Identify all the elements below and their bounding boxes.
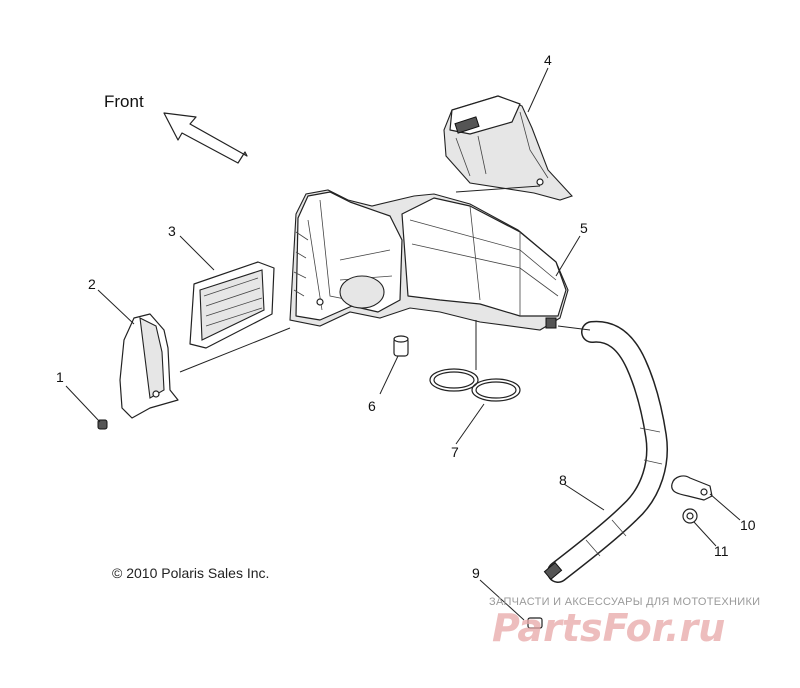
air-filter xyxy=(189,261,275,349)
watermark-brand: PartsFor.ru xyxy=(492,606,725,650)
callout-11: 11 xyxy=(714,543,729,559)
drain-fitting xyxy=(393,335,409,357)
watermark: ЗАПЧАСТИ И АКСЕССУАРЫ ДЛЯ МОТОТЕХНИКИ Pa… xyxy=(489,596,760,650)
callout-1: 1 xyxy=(56,369,64,385)
callout-5: 5 xyxy=(580,220,588,236)
callout-7: 7 xyxy=(451,444,459,460)
airbox-cover xyxy=(443,95,573,201)
copyright-text: © 2010 Polaris Sales Inc. xyxy=(112,565,269,581)
callout-8: 8 xyxy=(559,472,567,488)
callout-4: 4 xyxy=(544,52,552,68)
breather-hose xyxy=(543,320,668,583)
front-arrow xyxy=(163,112,248,164)
callout-10: 10 xyxy=(740,517,756,533)
callout-2: 2 xyxy=(88,276,96,292)
callout-3: 3 xyxy=(168,223,176,239)
leader-lines xyxy=(65,67,741,621)
nut xyxy=(682,508,698,524)
callout-9: 9 xyxy=(472,565,480,581)
callout-6: 6 xyxy=(368,398,376,414)
watermark-tagline: ЗАПЧАСТИ И АКСЕССУАРЫ ДЛЯ МОТОТЕХНИКИ xyxy=(489,596,760,608)
air-box-housing xyxy=(289,189,569,331)
screw xyxy=(97,419,108,430)
o-rings xyxy=(429,368,521,402)
callout-numbers: 1 2 3 4 5 6 7 8 9 10 11 xyxy=(56,52,756,581)
side-cover xyxy=(119,313,179,419)
front-label: Front xyxy=(104,92,144,111)
hose-fitting xyxy=(527,617,543,629)
hose-clamp xyxy=(671,475,713,501)
